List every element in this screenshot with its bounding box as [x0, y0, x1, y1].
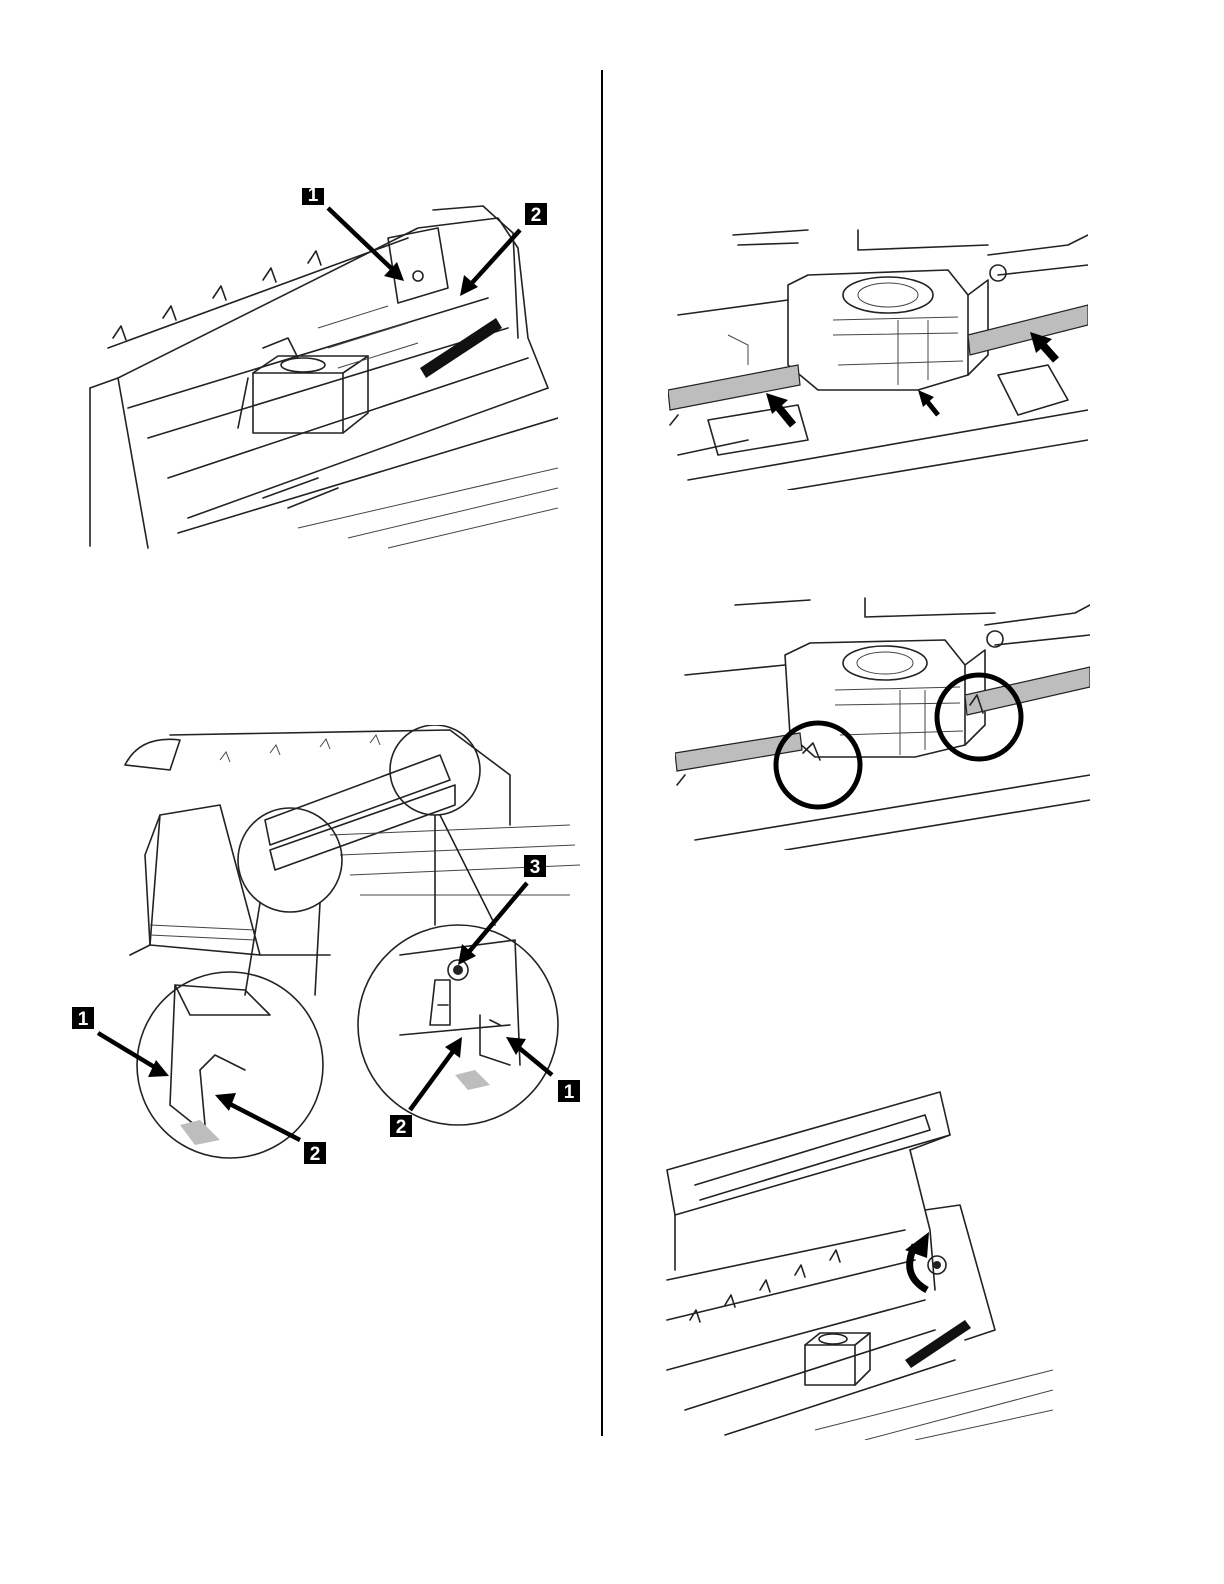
zoom-circle-left	[137, 972, 323, 1158]
figure-ribbon-insert	[668, 225, 1088, 490]
figure-ribbon-guides: 3 1 2 1 2	[70, 725, 585, 1165]
figure-printhead-carriage: 1 2	[88, 188, 558, 550]
callout-label-2-right: 2	[396, 1117, 407, 1138]
callout-label-1-right: 1	[564, 1082, 575, 1103]
callout-label-2: 2	[531, 205, 542, 226]
figure-ribbon-check	[675, 595, 1090, 850]
carriage-ribbon-illustration	[668, 225, 1088, 490]
zoom-circle-right	[358, 925, 558, 1125]
column-divider	[601, 70, 603, 1436]
callout-label-1: 1	[308, 188, 319, 206]
carriage-circles-illustration	[675, 595, 1090, 850]
printer-illustration: 1 2	[88, 188, 558, 550]
callout-label-1-left: 1	[78, 1009, 89, 1030]
figure-knob-rotate	[665, 1090, 1053, 1440]
printer-zoom-illustration: 3 1 2 1 2	[70, 725, 585, 1165]
callout-label-3: 3	[530, 857, 541, 878]
callout-label-2-left: 2	[310, 1144, 321, 1165]
highlight-circle-left	[776, 723, 860, 807]
printer-knob-illustration	[665, 1090, 1053, 1440]
highlight-circle-right	[937, 675, 1021, 759]
